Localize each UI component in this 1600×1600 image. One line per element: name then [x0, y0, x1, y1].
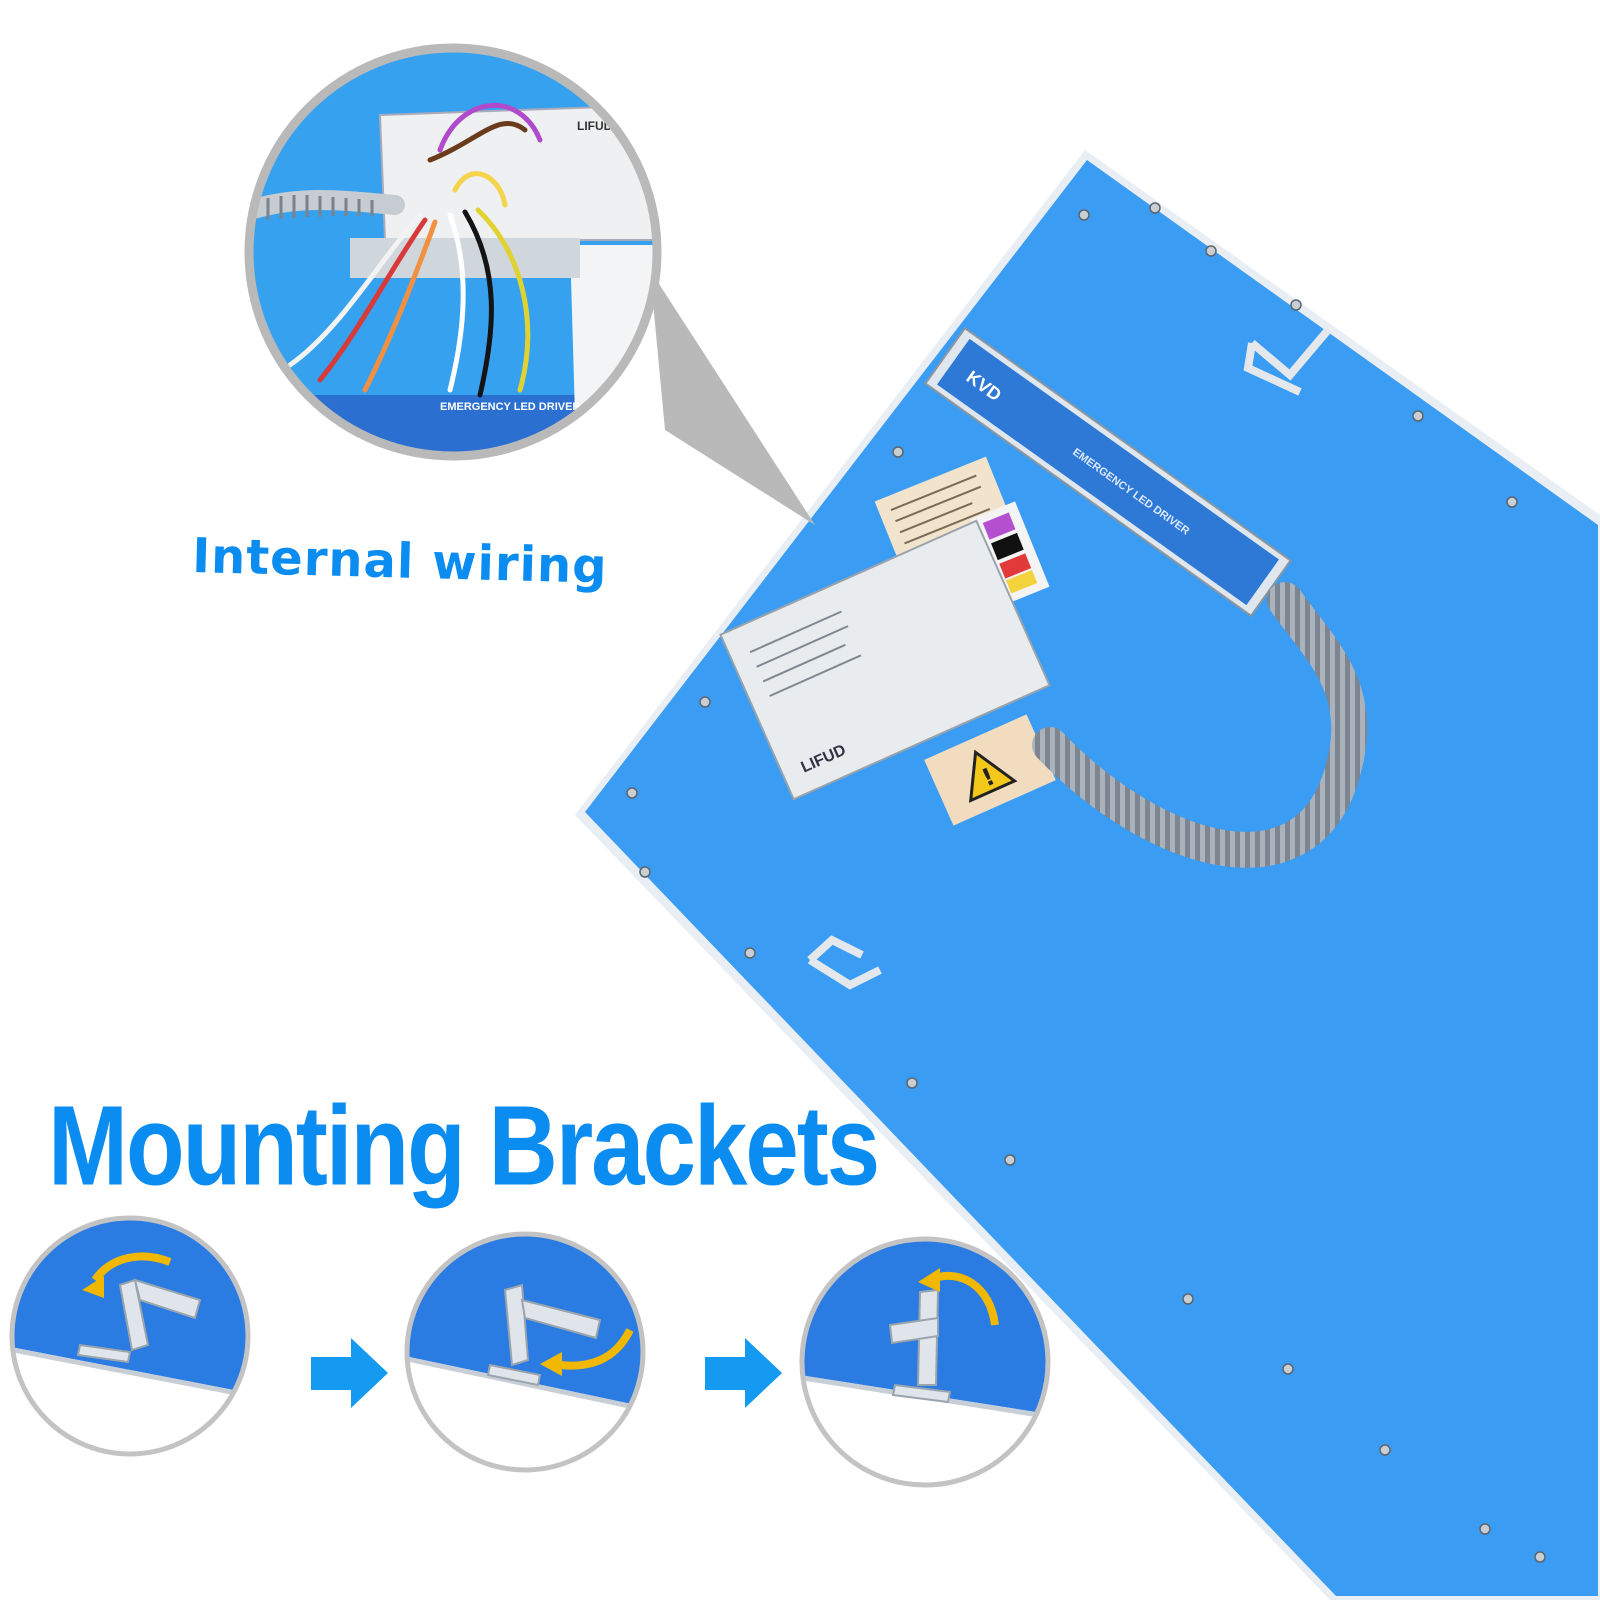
led-driver: LIFUD: [719, 519, 1051, 801]
curved-arrow-icon: [540, 1352, 562, 1376]
bracket-step-3: [799, 1236, 1051, 1488]
led-panel: KVD EMERGENCY LED DRIVER: [575, 150, 1600, 1600]
mounting-brackets-heading: Mounting Brackets: [48, 1083, 880, 1210]
internal-wiring-heading: Internal wiring: [191, 528, 609, 595]
color-sticker: [970, 501, 1050, 605]
warning-triangle-icon: [968, 749, 1018, 803]
flexible-conduit: [1032, 582, 1368, 868]
bracket-step-1: [9, 1215, 251, 1457]
arrow-right-icon: [311, 1338, 388, 1408]
zoom-emergency-label: EMERGENCY LED DRIVER: [440, 401, 580, 413]
panel-bracket-bottom: [807, 935, 882, 990]
zoom-driver-brand: LIFUD: [577, 119, 613, 133]
wiring-zoom-circle: LIFUD EMERGENCY LED DRIVER: [244, 43, 662, 461]
arrow-right-icon: [705, 1338, 782, 1408]
curved-arrow-icon: [918, 1268, 940, 1292]
zoom-wedge: [650, 270, 815, 525]
panel-screws: [626, 202, 1546, 1563]
curved-arrow-icon: [82, 1276, 104, 1298]
warning-sticker: !: [924, 714, 1056, 826]
bracket-step-2: [404, 1231, 646, 1473]
panel-bracket-top: [1243, 327, 1332, 396]
